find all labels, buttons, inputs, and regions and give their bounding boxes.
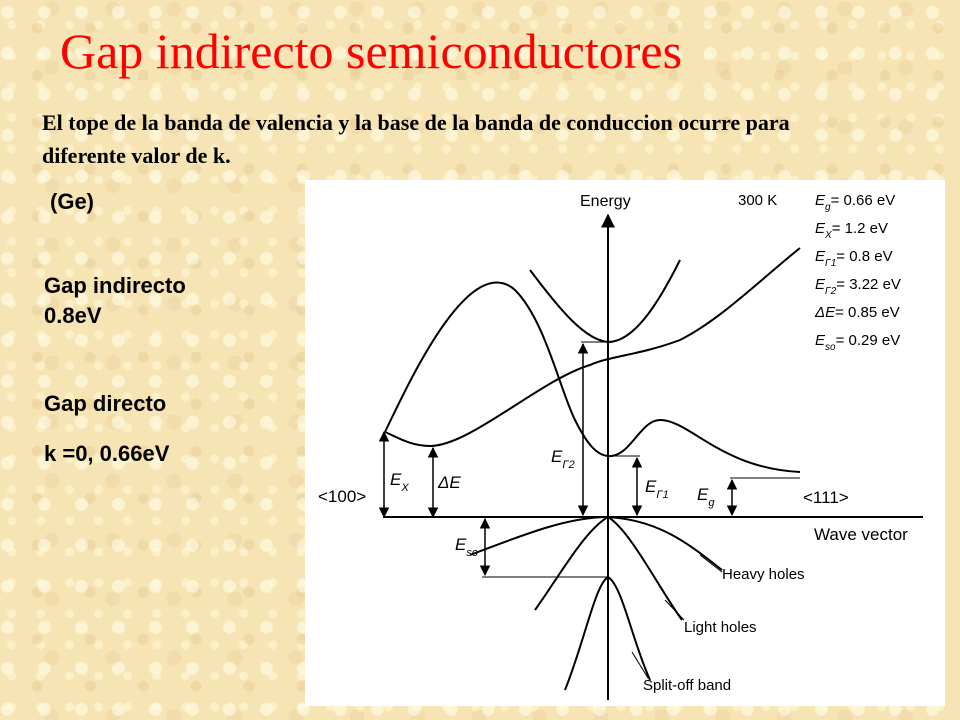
- direction-100-label: <100>: [318, 487, 366, 506]
- param-egamma1: EΓ1= 0.8 eV: [815, 248, 893, 269]
- param-egamma2: EΓ2= 3.22 eV: [815, 276, 901, 297]
- indirect-gap-value: 0.8eV: [44, 303, 102, 328]
- ex-label: EX: [390, 470, 409, 494]
- slide-title: Gap indirecto semiconductores: [60, 23, 683, 79]
- conduction-band-2: [384, 247, 801, 448]
- eso-label: Eso: [455, 535, 478, 559]
- parameter-list: Eg= 0.66 eV EX= 1.2 eV EΓ1= 0.8 eV EΓ2= …: [814, 192, 901, 353]
- conduction-band-1: [384, 281, 801, 473]
- split-off-leader: [631, 651, 649, 679]
- light-hole-band: [534, 515, 683, 621]
- heavy-holes-label: Heavy holes: [722, 566, 805, 583]
- direction-111-label: <111>: [803, 488, 849, 507]
- egamma1-label: EΓ1: [645, 477, 669, 501]
- light-holes-leader: [664, 599, 685, 621]
- param-eg: Eg= 0.66 eV: [815, 192, 895, 213]
- light-holes-label: Light holes: [684, 619, 757, 636]
- param-eso: Eso= 0.29 eV: [815, 332, 900, 353]
- temperature-label: 300 K: [738, 192, 777, 209]
- direct-gap-label: Gap directo: [44, 391, 167, 416]
- eg-label: Eg: [697, 485, 715, 509]
- split-off-label: Split-off band: [643, 677, 731, 694]
- wave-vector-label: Wave vector: [814, 525, 908, 544]
- direct-gap-value: k =0, 0.66eV: [44, 441, 170, 466]
- egamma2-label: EΓ2: [551, 447, 575, 471]
- energy-axis-label: Energy: [580, 193, 631, 210]
- slide-subtitle: El tope de la banda de valencia y la bas…: [42, 110, 790, 168]
- delta-e-label: ΔE: [437, 473, 461, 492]
- param-ex: EX= 1.2 eV: [815, 220, 888, 241]
- indirect-gap-label: Gap indirecto: [44, 273, 186, 298]
- material-label: (Ge): [50, 189, 94, 214]
- param-delta-e: ΔE= 0.85 eV: [814, 304, 900, 321]
- heavy-holes-leader: [699, 554, 723, 573]
- band-structure-diagram: Energy Wave vector <100> <111> 300 K Hea…: [305, 180, 945, 706]
